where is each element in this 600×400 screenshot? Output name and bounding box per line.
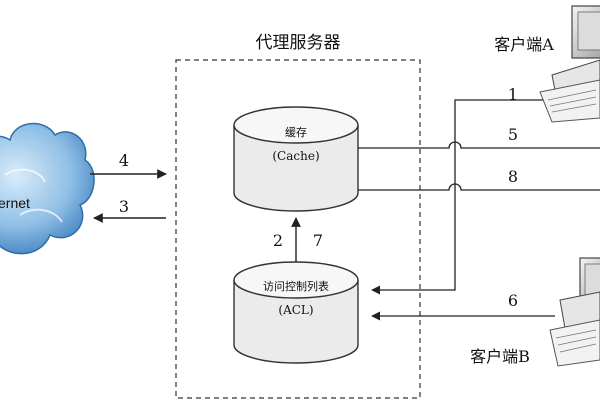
arrow-1-client-a-to-acl — [371, 99, 555, 295]
step-6-label: 6 — [508, 291, 518, 310]
client-b-computer-icon — [549, 257, 600, 367]
step-2-label: 2 — [273, 231, 283, 250]
cache-database: 缓存 (Cache) — [233, 106, 359, 212]
proxy-server-boundary — [175, 59, 421, 399]
acl-database: 访问控制列表 (ACL) — [233, 261, 359, 364]
step-8-label: 8 — [508, 167, 518, 186]
step-1-label: 1 — [508, 85, 518, 104]
cache-label-cn: 缓存 — [285, 125, 307, 139]
line-8-cache-to-client — [358, 183, 600, 191]
client-a-label: 客户端A — [494, 35, 554, 54]
step-4-label: 4 — [119, 151, 129, 170]
step-5-label: 5 — [508, 125, 518, 144]
cache-label-en: (Cache) — [272, 149, 319, 163]
step-3-label: 3 — [119, 197, 129, 216]
proxy-server-title: 代理服务器 — [256, 33, 341, 53]
client-a-computer-icon — [539, 5, 600, 123]
internet-cloud: ernet — [0, 122, 95, 255]
acl-label-cn: 访问控制列表 — [263, 279, 329, 293]
line-5-cache-to-client — [358, 141, 600, 149]
internet-label: ernet — [0, 195, 30, 211]
step-7-label: 7 — [313, 231, 323, 250]
client-b-label: 客户端B — [470, 347, 530, 366]
acl-label-en: (ACL) — [278, 303, 313, 317]
